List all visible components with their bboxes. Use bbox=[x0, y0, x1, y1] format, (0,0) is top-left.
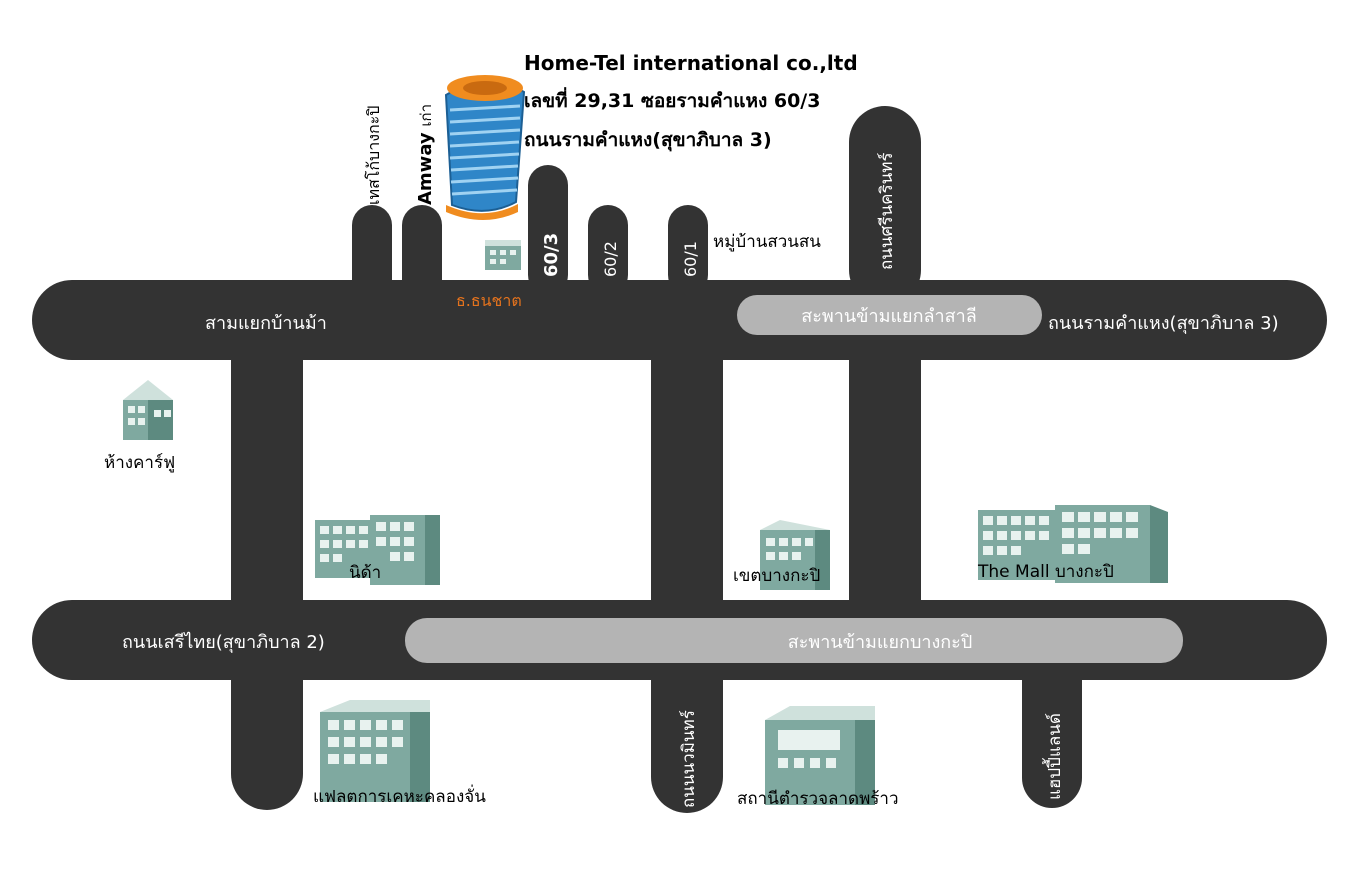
company-name: Home-Tel international co.,ltd bbox=[524, 51, 858, 75]
bank-label: ธ.ธนชาต bbox=[456, 291, 522, 310]
nida-building-icon bbox=[315, 515, 440, 585]
district-office-building-icon bbox=[760, 520, 830, 590]
company-address-line1: เลขที่ 29,31 ซอยรามคำแหง 60/3 bbox=[524, 87, 820, 112]
headquarters-tower-icon bbox=[444, 75, 526, 220]
road-amway-soi bbox=[402, 205, 442, 300]
company-address-line2: ถนนรามคำแหง(สุขาภิบาล 3) bbox=[524, 129, 772, 152]
road-nawamin bbox=[651, 320, 723, 813]
village-label: หมู่บ้านสวนสน bbox=[713, 232, 821, 252]
road-tesco-soi bbox=[352, 205, 392, 300]
road-happy-land bbox=[1022, 640, 1082, 808]
soi-60-3-label: 60/3 bbox=[541, 233, 562, 277]
amway-label-suffix: เก่า bbox=[417, 104, 435, 127]
amway-label-name: Amway bbox=[415, 132, 436, 205]
road-label-top-left: สามแยกบ้านม้า bbox=[205, 313, 327, 334]
happy-land-label: แฮปปี้แลนด์ bbox=[1042, 713, 1065, 800]
road-network bbox=[32, 106, 1327, 813]
tesco-road-label: เทสโก้บางกะปิ bbox=[364, 106, 383, 205]
police-station-label: สถานีตำรวจลาดพร้าว bbox=[737, 789, 899, 809]
road-soi-60-1 bbox=[668, 205, 708, 295]
road-srinakarin-north bbox=[849, 106, 921, 306]
carrefour-label: ห้างคาร์ฟู bbox=[104, 453, 175, 473]
road-label-top-right: ถนนรามคำแหง(สุขาภิบาล 3) bbox=[1048, 313, 1279, 334]
road-soi-60-3 bbox=[528, 165, 568, 295]
overpass-bang-kapi bbox=[405, 618, 1183, 663]
district-office-label: เขตบางกะปิ bbox=[733, 566, 820, 586]
road-soi-60-2 bbox=[588, 205, 628, 295]
road-west-vertical bbox=[231, 320, 303, 810]
srinakarin-road-label: ถนนศรีนครินทร์ bbox=[877, 152, 897, 270]
overpass-upper-label: สะพานข้ามแยกลำสาลี bbox=[801, 306, 977, 327]
the-mall-building-icon bbox=[978, 505, 1168, 583]
amway-label: Amway เก่า bbox=[415, 104, 436, 205]
road-label-bottom-left: ถนนเสรีไทย(สุขาภิบาล 2) bbox=[122, 631, 325, 653]
nawamin-road-label: ถนนนวมินทร์ bbox=[679, 710, 699, 808]
small-building-icon bbox=[485, 240, 521, 270]
soi-60-2-label: 60/2 bbox=[601, 241, 620, 277]
map-labels: Home-Tel international co.,ltd เลขที่ 29… bbox=[104, 51, 1279, 809]
road-srinakarin bbox=[849, 320, 921, 640]
flats-label: แฟลตการเคหะคลองจั่น bbox=[313, 784, 486, 807]
overpass-lam-sali bbox=[737, 295, 1042, 335]
flats-building-icon bbox=[320, 700, 430, 802]
nida-label: นิด้า bbox=[349, 563, 381, 583]
soi-60-1-label: 60/1 bbox=[681, 241, 700, 277]
police-station-building-icon bbox=[765, 706, 875, 805]
overpass-lower-label: สะพานข้ามแยกบางกะปิ bbox=[788, 632, 973, 653]
carrefour-building-icon bbox=[123, 380, 173, 440]
the-mall-label: The Mall บางกะปิ bbox=[977, 562, 1114, 582]
